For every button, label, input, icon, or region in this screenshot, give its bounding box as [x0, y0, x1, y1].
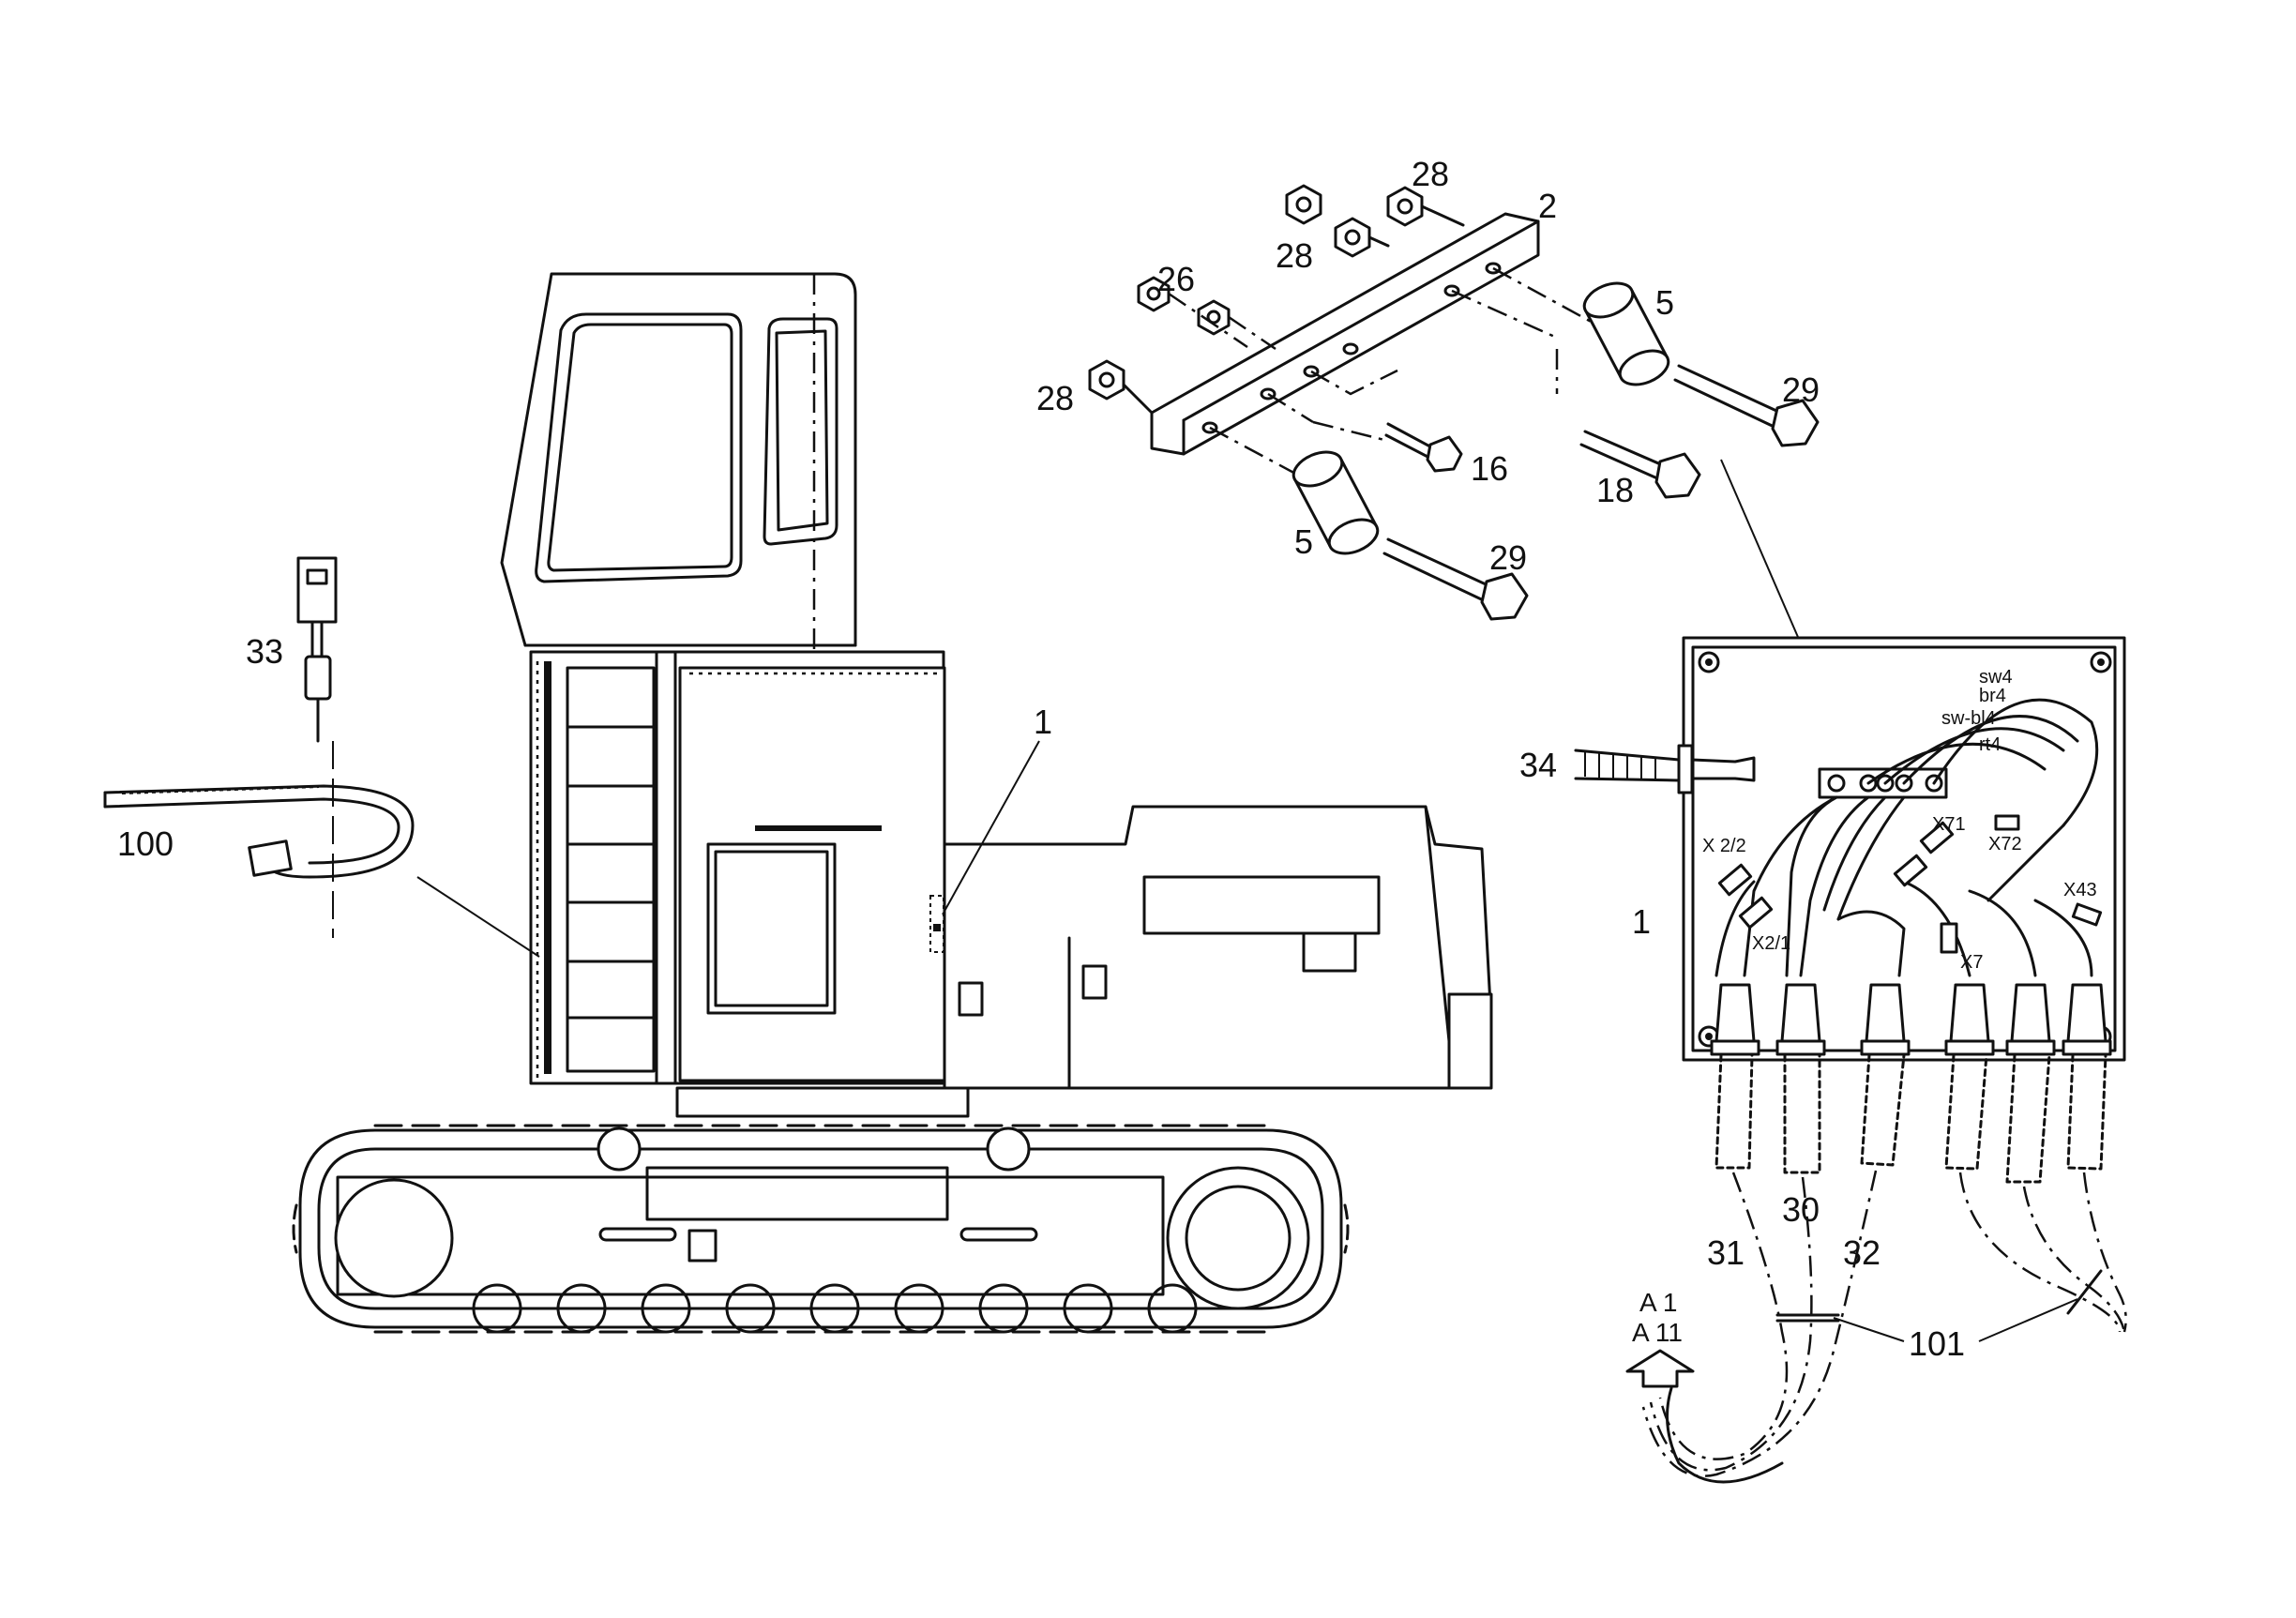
- callout-2: 2: [1538, 187, 1557, 225]
- callout-26: 26: [1157, 260, 1195, 298]
- connector-label-x72: X72: [1988, 834, 2022, 854]
- bolt-29-top: [1673, 364, 1820, 447]
- callout-28-left: 28: [1036, 379, 1074, 417]
- nut-26-b: [1197, 299, 1231, 336]
- callout-29-bottom: 29: [1489, 538, 1527, 577]
- bolt-29-bottom: [1382, 537, 1529, 621]
- plug-and-cable-tie: [103, 556, 415, 938]
- nut-26-a: [1137, 276, 1171, 312]
- callout-101: 101: [1909, 1324, 1965, 1363]
- connector-label-x2-1: X2/1: [1752, 933, 1790, 954]
- track-assembly: [292, 1124, 1350, 1334]
- bolt-18: [1579, 430, 1701, 499]
- leader-1-excavator: [942, 740, 1040, 915]
- spacer-5-bottom: [1292, 450, 1380, 555]
- conduit-glands: [1710, 983, 2112, 1184]
- leader-cable-tie: [416, 876, 540, 958]
- hollow-up-arrow-icon: [1625, 1349, 1695, 1388]
- callout-1-excavator: 1: [1034, 703, 1052, 741]
- connector-label-x43: X43: [2063, 880, 2097, 900]
- callout-100: 100: [117, 824, 174, 863]
- mounting-bracket-assembly: [1088, 184, 1844, 742]
- callout-16: 16: [1471, 449, 1508, 488]
- callout-1-box: 1: [1632, 902, 1651, 941]
- callout-18: 18: [1596, 471, 1634, 509]
- callout-32: 32: [1843, 1233, 1881, 1272]
- callout-5-bottom: 5: [1294, 522, 1313, 561]
- wire-label-br4: br4: [1979, 686, 2006, 706]
- nut-28-top-b: [1334, 217, 1371, 258]
- callout-34: 34: [1519, 746, 1557, 784]
- spacer-5-top: [1582, 281, 1670, 386]
- wire-label-sw4: sw4: [1979, 667, 2013, 688]
- nut-28-top-a: [1285, 184, 1322, 225]
- nut-28-left: [1088, 359, 1125, 401]
- callout-5-top: 5: [1655, 283, 1674, 322]
- callout-29-top: 29: [1782, 370, 1820, 409]
- callout-30: 30: [1782, 1190, 1820, 1229]
- excavator-drawing: [292, 272, 1493, 1334]
- connector-label-x71: X71: [1932, 814, 1966, 835]
- connector-label-x7: X7: [1960, 952, 1983, 973]
- connector-label-x2-2: X 2/2: [1702, 836, 1746, 856]
- reference-label-a11: A 11: [1632, 1318, 1683, 1347]
- ladder: [536, 661, 656, 1079]
- wire-label-sw-bl4: sw-bl4: [1941, 708, 1996, 729]
- bolt-16: [1384, 422, 1463, 473]
- nut-28-top-c: [1386, 186, 1424, 227]
- callout-33: 33: [246, 632, 283, 671]
- control-box-assembly: [1574, 636, 2127, 1484]
- callout-31: 31: [1707, 1233, 1745, 1272]
- callout-28-top: 28: [1412, 155, 1449, 193]
- callout-28-mid: 28: [1276, 236, 1313, 275]
- reference-label-a1: A 1: [1639, 1288, 1677, 1317]
- wire-label-rt4: rt4: [1979, 734, 2001, 755]
